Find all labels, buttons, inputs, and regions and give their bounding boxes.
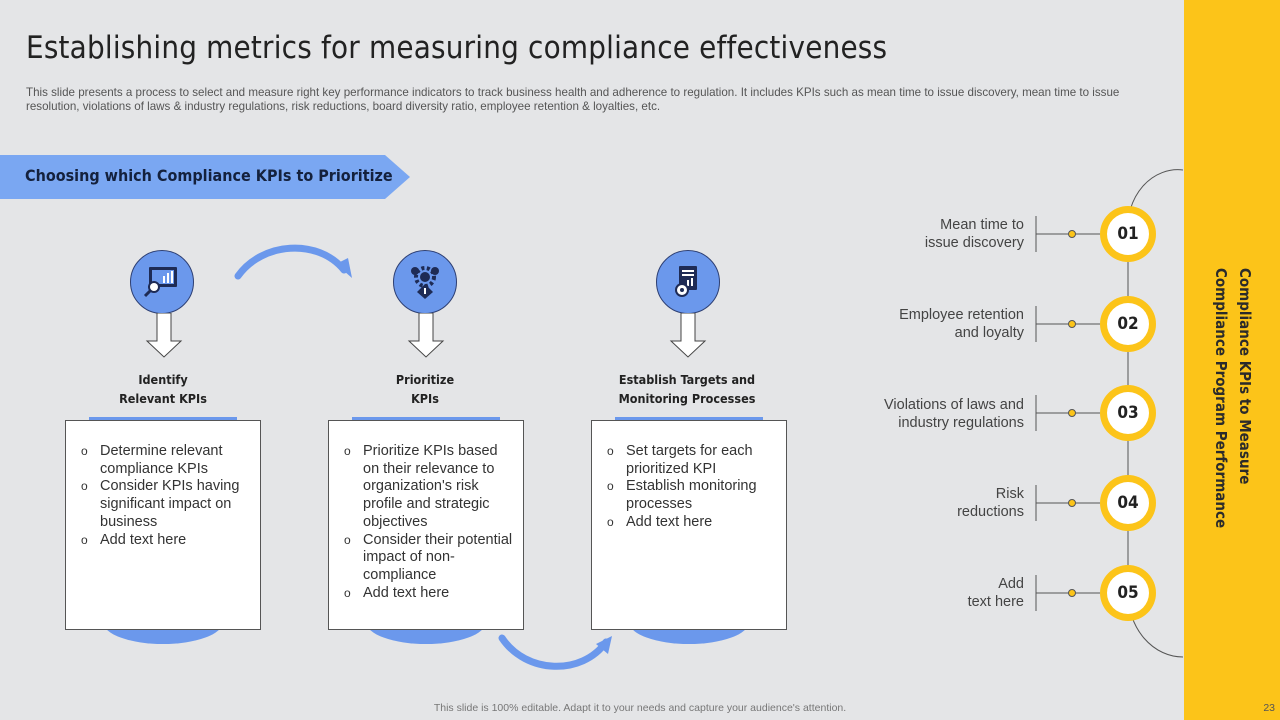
list-item: Determine relevant compliance KPIs <box>80 443 252 478</box>
list-item: Consider their potential impact of non-c… <box>343 532 515 585</box>
step-2-label-line1: Prioritize <box>395 372 455 387</box>
card-top-accent <box>615 417 763 420</box>
step-3-label-line2: Monitoring Processes <box>618 391 756 406</box>
kpi-number: 03 <box>1107 392 1149 434</box>
page-title: Establishing metrics for measuring compl… <box>26 30 888 66</box>
step-2-circle <box>393 250 457 314</box>
step-2-bullet-list: Prioritize KPIs based on their relevance… <box>343 443 515 602</box>
step-2-label: Prioritize KPIs <box>325 370 525 408</box>
kpi-label-05: Add text here <box>824 575 1024 611</box>
step-2-down-arrow <box>407 313 445 358</box>
kpi-label-03: Violations of laws and industry regulati… <box>824 396 1024 432</box>
kpi-badge-01: 01 <box>1100 206 1156 262</box>
list-item: Add text here <box>343 585 515 603</box>
step-1-label-line2: Relevant KPIs <box>119 391 207 406</box>
kpi-connector-lines <box>1035 169 1184 658</box>
side-panel <box>1184 0 1280 720</box>
card-top-accent <box>352 417 500 420</box>
kpi-label-04: Risk reductions <box>824 485 1024 521</box>
kpi-number: 05 <box>1107 572 1149 614</box>
curved-arrow-top <box>234 244 352 280</box>
step-2-card-body: Prioritize KPIs based on their relevance… <box>328 420 524 630</box>
step-3-label-line1: Establish Targets and <box>618 372 756 387</box>
kpi-number: 04 <box>1107 482 1149 524</box>
step-2-card: Prioritize KPIs based on their relevance… <box>328 417 524 644</box>
step-3-down-arrow <box>669 313 707 358</box>
kpi-label-line: reductions <box>957 504 1024 520</box>
footer-note: This slide is 100% editable. Adapt it to… <box>433 702 847 714</box>
section-banner <box>0 155 410 199</box>
step-1-label: Identify Relevant KPIs <box>63 370 263 408</box>
list-item: Establish monitoring processes <box>606 478 778 513</box>
list-item: Add text here <box>80 532 252 550</box>
kpi-label-line: Mean time to <box>940 217 1024 233</box>
kpi-badge-03: 03 <box>1100 385 1156 441</box>
kpi-label-line: and loyalty <box>954 325 1024 341</box>
slide-description: This slide presents a process to select … <box>26 86 1120 113</box>
kpi-badge-04: 04 <box>1100 475 1156 531</box>
step-3-label: Establish Targets and Monitoring Process… <box>587 370 787 408</box>
kpi-label-line: Violations of laws and <box>884 397 1024 413</box>
list-item: Prioritize KPIs based on their relevance… <box>343 443 515 532</box>
list-item: Add text here <box>606 514 778 532</box>
kpi-number: 01 <box>1107 213 1149 255</box>
step-2-label-line2: KPIs <box>411 391 439 406</box>
step-1-bullet-list: Determine relevant compliance KPIs Consi… <box>80 443 252 549</box>
kpi-badge-02: 02 <box>1100 296 1156 352</box>
gears-icon <box>411 266 439 299</box>
analytics-monitor-icon <box>143 267 177 298</box>
list-item: Set targets for each prioritized KPI <box>606 443 778 478</box>
kpi-badge-05: 05 <box>1100 565 1156 621</box>
page-number: 23 <box>1263 702 1275 714</box>
step-1-card-body: Determine relevant compliance KPIs Consi… <box>65 420 261 630</box>
step-3-card: Set targets for each prioritized KPI Est… <box>591 417 787 644</box>
card-top-accent <box>89 417 237 420</box>
step-1-label-line1: Identify <box>138 372 188 387</box>
kpi-label-line: Risk <box>995 486 1024 502</box>
kpi-label-line: issue discovery <box>924 235 1024 251</box>
step-1-circle <box>130 250 194 314</box>
step-3-card-body: Set targets for each prioritized KPI Est… <box>591 420 787 630</box>
side-panel-title: Compliance KPIs to Measure Compliance Pr… <box>1212 268 1254 529</box>
section-banner-label: Choosing which Compliance KPIs to Priori… <box>25 166 393 185</box>
kpi-label-line: industry regulations <box>898 415 1024 431</box>
list-item: Consider KPIs having significant impact … <box>80 478 252 531</box>
kpi-label-line: Add <box>998 576 1024 592</box>
step-1-card: Determine relevant compliance KPIs Consi… <box>65 417 261 644</box>
kpi-label-01: Mean time to issue discovery <box>824 216 1024 252</box>
step-1-down-arrow <box>145 313 183 358</box>
kpi-number: 02 <box>1107 303 1149 345</box>
step-3-bullet-list: Set targets for each prioritized KPI Est… <box>606 443 778 532</box>
report-document-icon <box>675 266 697 297</box>
step-3-circle <box>656 250 720 314</box>
curved-arrow-bottom <box>498 634 612 670</box>
kpi-label-line: Employee retention <box>899 307 1024 323</box>
kpi-label-line: text here <box>967 594 1024 610</box>
kpi-label-02: Employee retention and loyalty <box>824 306 1024 342</box>
